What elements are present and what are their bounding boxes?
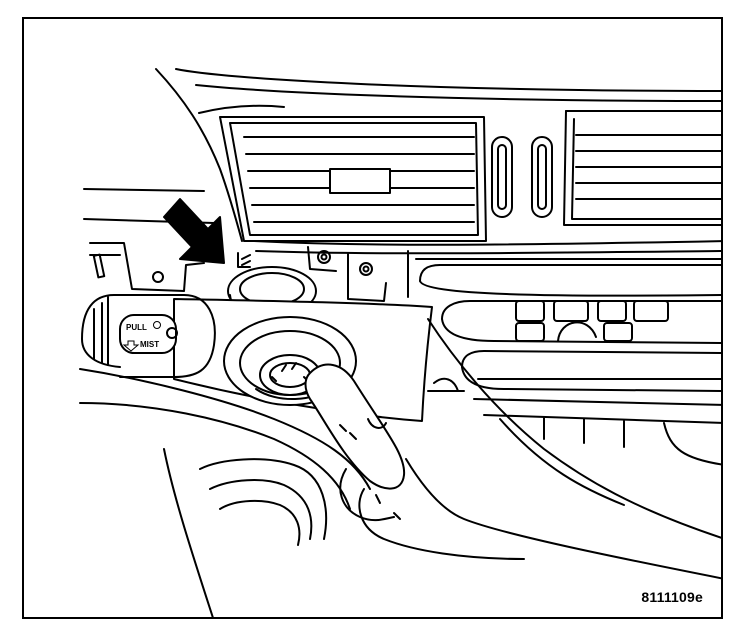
dashboard-top-edge [155, 68, 721, 242]
down-arrow-icon [122, 340, 140, 352]
center-air-vent [219, 116, 487, 242]
mounting-bracket [89, 242, 387, 302]
figure-frame: PULL MIST 8111109e [22, 17, 723, 619]
right-air-vent [563, 110, 721, 226]
steering-column [79, 368, 371, 617]
technician-hand [304, 318, 721, 580]
arrow-icon [163, 198, 225, 264]
dash-panel-lines [83, 188, 721, 298]
wiper-control-stalk [81, 294, 216, 378]
side-vent-slots [491, 136, 553, 218]
stalk-label-mist: MIST [140, 340, 159, 349]
wiper-stalk-labels: PULL MIST [122, 321, 161, 352]
center-stack-controls [427, 300, 721, 506]
washer-icon [153, 321, 161, 329]
dashboard-illustration: PULL MIST [79, 68, 721, 617]
stalk-label-full: PULL [126, 323, 147, 332]
figure-id-label: 8111109e [641, 589, 703, 605]
